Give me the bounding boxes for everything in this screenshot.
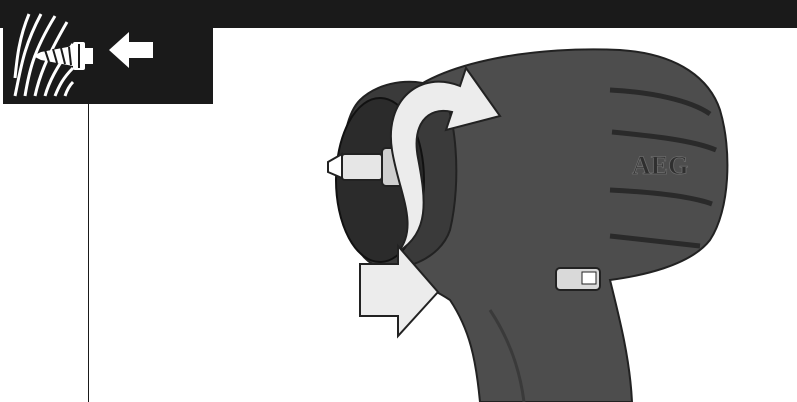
arrow-left-icon — [107, 28, 155, 72]
impact-driver-icon — [328, 49, 727, 402]
impact-driver-illustration: AEG — [280, 40, 797, 402]
brand-label: AEG — [632, 151, 688, 180]
screw-into-wood-icon — [11, 8, 105, 98]
mode-badge — [3, 0, 213, 104]
margin-rule — [88, 104, 89, 402]
